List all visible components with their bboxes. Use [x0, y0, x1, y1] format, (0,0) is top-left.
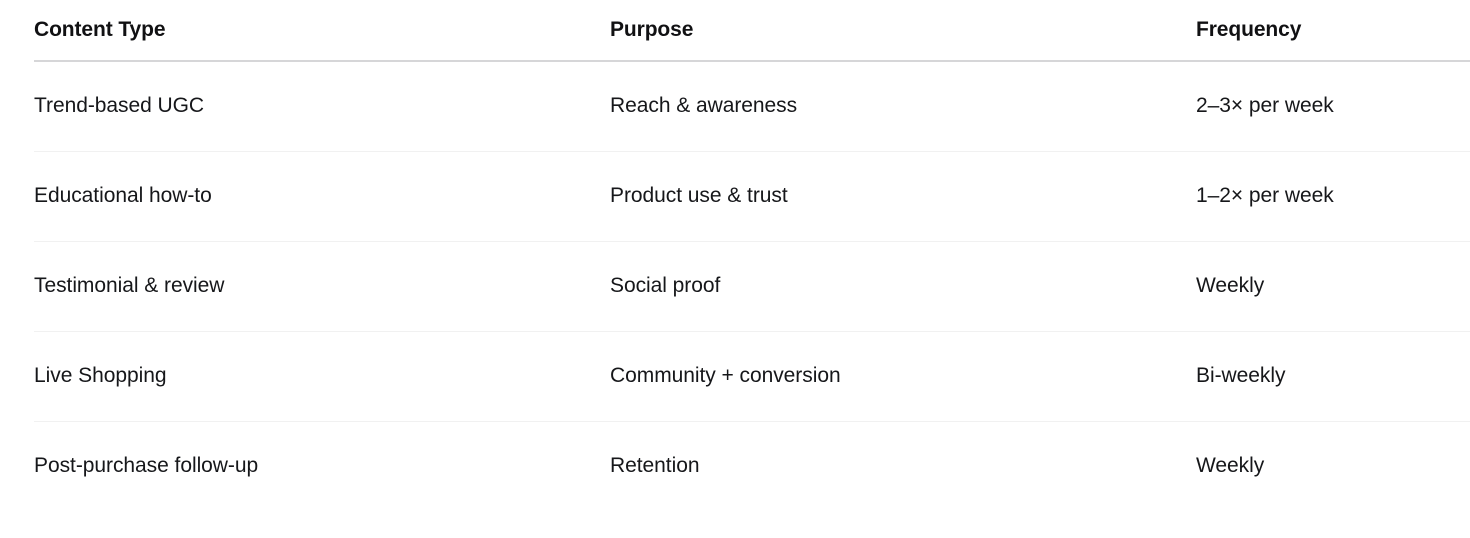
column-header-content-type: Content Type	[34, 0, 610, 62]
cell-purpose: Reach & awareness	[610, 61, 1196, 152]
table-header: Content Type Purpose Frequency	[34, 0, 1470, 62]
column-header-frequency: Frequency	[1196, 0, 1470, 62]
cell-frequency: Bi-weekly	[1196, 331, 1470, 422]
table-header-row: Content Type Purpose Frequency	[34, 0, 1470, 62]
cell-purpose: Community + conversion	[610, 331, 1196, 422]
cell-content-type: Educational how-to	[34, 151, 610, 242]
column-header-purpose: Purpose	[610, 0, 1196, 62]
table-row: Post-purchase follow-up Retention Weekly	[34, 421, 1470, 511]
cell-content-type: Trend-based UGC	[34, 61, 610, 152]
cell-purpose: Social proof	[610, 241, 1196, 332]
cell-content-type: Live Shopping	[34, 331, 610, 422]
cell-purpose: Product use & trust	[610, 151, 1196, 242]
table-body: Trend-based UGC Reach & awareness 2–3× p…	[34, 61, 1470, 511]
cell-frequency: Weekly	[1196, 454, 1265, 478]
content-strategy-table: Content Type Purpose Frequency Trend-bas…	[34, 0, 1470, 511]
table-row: Trend-based UGC Reach & awareness 2–3× p…	[34, 61, 1470, 152]
table-row: Educational how-to Product use & trust 1…	[34, 151, 1470, 242]
cell-frequency: 1–2× per week	[1196, 151, 1470, 242]
cell-frequency: Weekly	[1196, 241, 1470, 332]
cell-frequency: 2–3× per week	[1196, 61, 1470, 152]
cell-purpose: Retention	[610, 454, 700, 478]
table-row: Testimonial & review Social proof Weekly	[34, 241, 1470, 332]
cell-content-type: Post-purchase follow-up	[34, 454, 259, 478]
table-row: Live Shopping Community + conversion Bi-…	[34, 331, 1470, 422]
cell-content-type: Testimonial & review	[34, 241, 610, 332]
